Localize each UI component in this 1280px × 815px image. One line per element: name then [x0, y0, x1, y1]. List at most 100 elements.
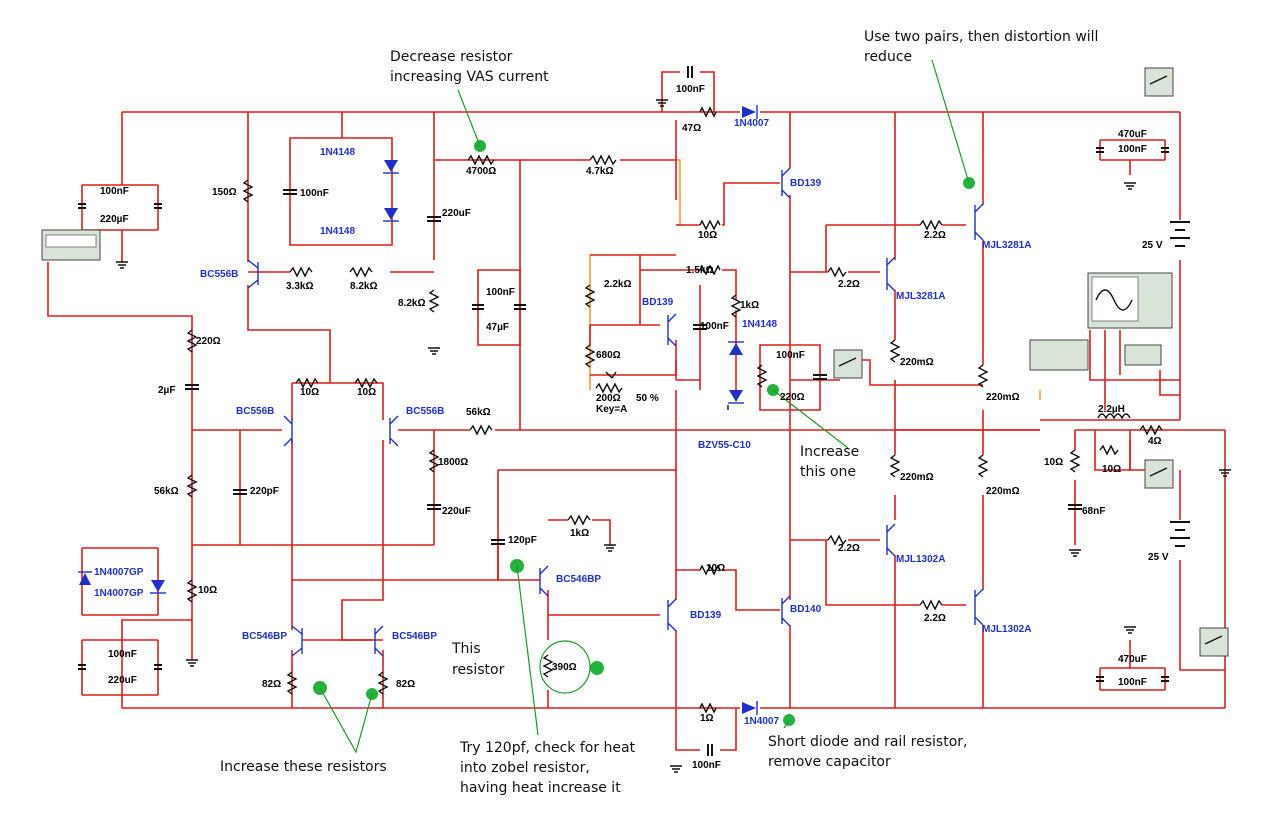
label-r-56k-b: 56kΩ — [154, 486, 179, 497]
label-d-1n4148-c: 1N4148 — [742, 319, 777, 330]
label-d-1n4148-b: 1N4148 — [320, 226, 355, 237]
r-1800 — [428, 449, 440, 473]
label-c-100nF-ra: 100nF — [1118, 144, 1147, 155]
label-q-mjl1302-b: MJL1302A — [982, 624, 1031, 635]
label-q-bc546-vas: BC546BP — [556, 574, 601, 585]
r-1-bot — [699, 702, 717, 714]
green-markers — [313, 59, 975, 754]
label-r-1k-b: 1kΩ — [570, 528, 589, 539]
label-r-220m-b: 220mΩ — [986, 392, 1020, 403]
label-d-bot: 1N4007 — [744, 716, 779, 727]
annotation-vas-2: increasing VAS current — [390, 69, 549, 85]
label-r-680: 680Ω — [596, 350, 621, 361]
capacitors — [78, 66, 1169, 756]
label-r-10-c: 10Ω — [198, 585, 217, 596]
r-680 — [584, 344, 596, 368]
r-10-d — [699, 564, 721, 576]
label-q-bd139-top: BD139 — [790, 178, 822, 189]
label-r-10-b: 10Ω — [357, 387, 376, 398]
label-q-bd139-b: BD139 — [690, 610, 722, 621]
label-r-4k7: 4.7kΩ — [586, 166, 613, 177]
annotation-this-resistor-2: resistor — [452, 662, 505, 678]
label-r-2-2-a: 2.2Ω — [924, 230, 946, 241]
label-r-2-2-d: 2.2Ω — [924, 613, 946, 624]
label-r-220-a: 220Ω — [196, 336, 221, 347]
label-r-4700: 4700Ω — [466, 166, 496, 177]
diodes — [78, 105, 758, 715]
r-1k5 — [699, 264, 721, 276]
annotation-try120-1: Try 120pf, check for heat — [459, 740, 636, 756]
label-r-2-2-c: 2.2Ω — [838, 543, 860, 554]
label-r-82-b: 82Ω — [396, 679, 415, 690]
label-r-1800: 1800Ω — [438, 457, 468, 468]
label-c-top: 100nF — [676, 84, 705, 95]
label-c-47uF: 47µF — [486, 322, 509, 333]
r-2-2-d — [919, 599, 943, 611]
component-labels: 100nF 47Ω 1N4007 4700Ω 4.7kΩ 1N4148 1N41… — [94, 84, 1169, 771]
r-150 — [242, 179, 254, 203]
label-r-47: 47Ω — [682, 123, 701, 134]
label-q-bd140: BD140 — [790, 604, 822, 615]
label-c-2uF: 2µF — [158, 385, 175, 396]
label-c-100nF-vbe: 100nF — [700, 321, 729, 332]
label-v-25-a: 25 V — [1142, 240, 1163, 251]
resistors — [186, 106, 1163, 714]
r-220-a — [186, 329, 198, 353]
label-q-bc546-l: BC546BP — [242, 631, 287, 642]
label-r-150: 150Ω — [212, 187, 237, 198]
r-220m-c — [889, 454, 901, 478]
label-r-1k: 1kΩ — [740, 300, 759, 311]
r-4700 — [467, 154, 495, 166]
label-r-56k-a: 56kΩ — [466, 407, 491, 418]
r-10-c — [186, 579, 198, 603]
annotation-try120-3: having heat increase it — [460, 780, 621, 796]
annotation-increase-one-1: Increase — [800, 444, 859, 460]
annotation-vas-1: Decrease resistor — [390, 49, 513, 65]
label-c-100nF-left: 100nF — [100, 186, 129, 197]
annotation-short-diode-2: remove capacitor — [768, 754, 891, 770]
label-r-82-a: 82Ω — [262, 679, 281, 690]
label-c-100nF-b: 100nF — [486, 287, 515, 298]
r-2-2-b — [827, 266, 847, 278]
annotation-this-resistor-1: This — [451, 641, 481, 657]
label-r-3k3: 3.3kΩ — [286, 281, 313, 292]
label-c-68nF: 68nF — [1082, 506, 1105, 517]
label-d-top: 1N4007 — [734, 118, 769, 129]
label-c-100nF-c: 100nF — [108, 649, 137, 660]
label-c-220uF-left: 220µF — [100, 214, 129, 225]
r-2k2 — [584, 284, 596, 308]
r-10-e — [1069, 449, 1081, 473]
instruments — [41, 67, 1229, 657]
label-q-mjl3281-a: MJL3281A — [982, 240, 1031, 251]
label-q-bc556-r: BC556B — [406, 406, 444, 417]
transistors — [247, 167, 984, 657]
r-3k3 — [289, 266, 313, 278]
r-82-b — [377, 671, 389, 695]
label-pot-key: Key=A — [596, 404, 627, 415]
label-r-220m-a: 220mΩ — [900, 357, 934, 368]
r-8k2-a — [349, 266, 373, 278]
label-r-10-e: 10Ω — [1044, 457, 1063, 468]
label-r-10-d: 10Ω — [706, 563, 725, 574]
l-2u2 — [1097, 413, 1131, 420]
label-c-100nF-mid: 100nF — [300, 188, 329, 199]
r-82-a — [286, 671, 298, 695]
annotation-increase-one-2: this one — [800, 464, 856, 480]
label-r-10-f: 10Ω — [1102, 464, 1121, 475]
label-c-470uF-a: 470uF — [1118, 129, 1147, 140]
wires — [47, 71, 1226, 751]
r-56k-a — [469, 424, 493, 436]
annotation-pairs-2: reduce — [864, 49, 912, 65]
r-10-a — [295, 377, 319, 389]
r-10-f — [1099, 444, 1119, 456]
annotation-pairs-1: Use two pairs, then distortion will — [864, 29, 1098, 45]
r-8k2-b — [428, 289, 440, 313]
r-220-z — [756, 364, 768, 388]
label-r-1k5: 1.5kΩ — [686, 265, 713, 276]
r-1k — [730, 294, 742, 318]
r-2-2-a — [919, 219, 943, 231]
r-10-top — [699, 219, 721, 231]
label-q-bc546-r: BC546BP — [392, 631, 437, 642]
r-2-2-c — [827, 534, 847, 546]
